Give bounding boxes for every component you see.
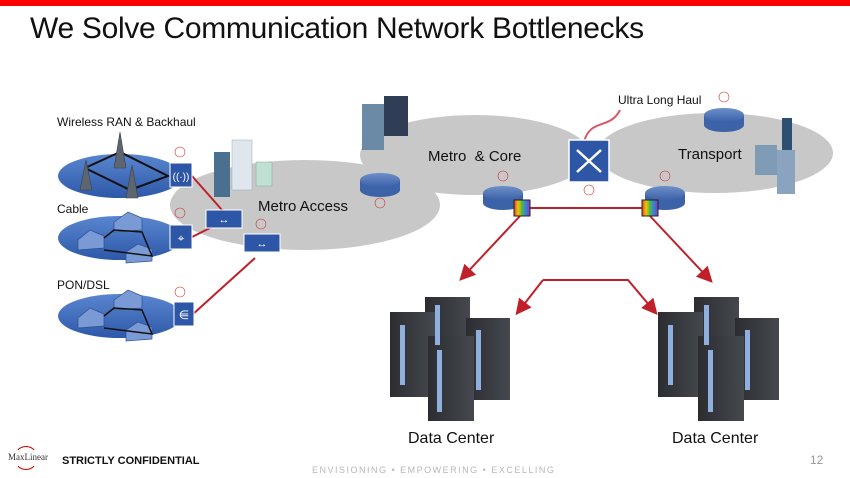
data-center-label: Data Center xyxy=(408,430,495,447)
cross-connect-icon xyxy=(568,139,610,183)
house-icon xyxy=(77,289,153,342)
router-icon xyxy=(483,186,523,210)
top-accent-bar xyxy=(0,0,850,6)
switch-icon: ↔ xyxy=(243,233,281,253)
page-title: We Solve Communication Network Bottlenec… xyxy=(30,12,644,45)
svg-text:↔: ↔ xyxy=(219,214,230,226)
maxlinear-badge xyxy=(174,91,730,298)
router-icon xyxy=(360,173,400,197)
cable-label: Cable xyxy=(57,202,89,216)
svg-text:⋹: ⋹ xyxy=(179,308,189,322)
server-rack-icon xyxy=(658,297,779,421)
pon-dsl-label: PON/DSL xyxy=(57,278,110,292)
page-number: 12 xyxy=(810,453,824,467)
data-center-label: Data Center xyxy=(672,430,759,447)
building-icon xyxy=(214,139,273,197)
building-icon xyxy=(362,96,408,150)
server-rack-icon xyxy=(390,297,510,421)
tagline: ENVISIONING • EMPOWERING • EXCELLING xyxy=(312,465,556,475)
wavelength-icon xyxy=(513,199,531,217)
building-icon xyxy=(755,118,795,194)
transport-label: Transport xyxy=(678,146,742,163)
plug-icon: ⋹ xyxy=(173,301,195,327)
cell-tower-icon xyxy=(79,131,139,199)
cable-modem-icon: ⌖ xyxy=(169,224,193,250)
wireless-ran-label: Wireless RAN & Backhaul xyxy=(57,115,196,129)
router-icon xyxy=(704,108,744,132)
metro-core-label: Metro & Core xyxy=(428,148,522,165)
metro-core-cloud xyxy=(360,115,590,195)
wavelength-icon xyxy=(641,199,659,217)
svg-text:((·)): ((·)) xyxy=(173,172,190,183)
switch-icon: ↔ xyxy=(205,209,243,229)
confidential-label: STRICTLY CONFIDENTIAL xyxy=(62,455,200,467)
ultra-long-haul-label: Ultra Long Haul xyxy=(618,93,702,107)
wireless-antenna-icon: ((·)) xyxy=(169,162,193,188)
svg-text:⌖: ⌖ xyxy=(178,231,185,245)
maxlinear-logo: MaxLinear xyxy=(8,446,48,470)
metro-access-label: Metro Access xyxy=(258,198,349,215)
svg-text:↔: ↔ xyxy=(257,238,268,250)
